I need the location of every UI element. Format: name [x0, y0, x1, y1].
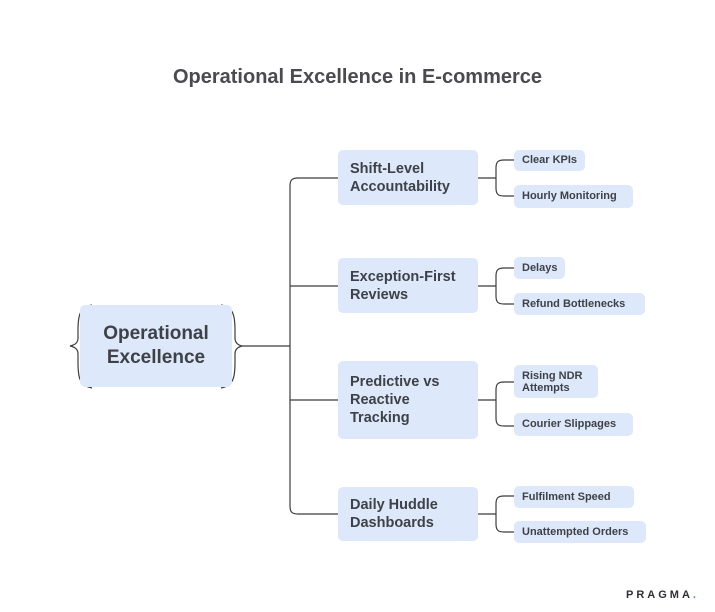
leaf-node-fulfilment-speed: Fulfilment Speed: [514, 486, 634, 508]
branch-spine: [289, 177, 299, 515]
leaf-connector-3: [478, 381, 514, 427]
branch-node-predictive-vs-reactive-tracking: Predictive vs Reactive Tracking: [338, 361, 478, 439]
leaf-node-label: Rising NDR Attempts: [522, 369, 583, 394]
leaf-connector-2: [478, 267, 514, 305]
leaf-connector-4: [478, 495, 514, 533]
root-left-brace: [69, 304, 93, 389]
diagram-title: Operational Excellence in E-commerce: [172, 66, 543, 88]
leaf-node-rising-ndr-attempts: Rising NDR Attempts: [514, 365, 598, 398]
leaf-node-unattempted-orders: Unattempted Orders: [514, 521, 646, 543]
branch-node-label: Predictive vs Reactive Tracking: [350, 374, 440, 426]
branch-node-label: Shift-Level Accountability: [350, 160, 450, 195]
leaf-connector-1: [478, 159, 514, 197]
leaf-node-delays: Delays: [514, 257, 566, 279]
leaf-node-label: Courier Slippages: [522, 418, 617, 430]
root-node-label: Operational Excellence: [103, 323, 209, 368]
branch-node-label: Exception-First Reviews: [350, 268, 456, 303]
leaf-node-label: Fulfilment Speed: [522, 490, 611, 503]
branch-node-label: Daily Huddle Dashboards: [350, 497, 438, 531]
leaf-node-label: Refund Bottlenecks: [522, 297, 626, 310]
leaf-node-label: Delays: [522, 261, 558, 274]
leaf-node-courier-slippages: Courier Slippages: [514, 413, 633, 436]
leaf-node-label: Clear KPIs: [522, 154, 578, 166]
leaf-node-refund-bottlenecks: Refund Bottlenecks: [514, 293, 645, 315]
root-node: Operational Excellence: [80, 305, 232, 387]
leaf-node-clear-kpis: Clear KPIs: [514, 150, 586, 171]
branch-node-exception-first-reviews: Exception-First Reviews: [338, 258, 478, 313]
leaf-node-label: Unattempted Orders: [522, 525, 629, 538]
branch-node-daily-huddle-dashboards: Daily Huddle Dashboards: [338, 487, 478, 541]
pragma-logo: PRAGMA.: [626, 589, 699, 601]
leaf-node-hourly-monitoring: Hourly Monitoring: [514, 185, 633, 208]
leaf-node-label: Hourly Monitoring: [522, 190, 617, 202]
branch-node-shift-level-accountability: Shift-Level Accountability: [338, 150, 478, 205]
